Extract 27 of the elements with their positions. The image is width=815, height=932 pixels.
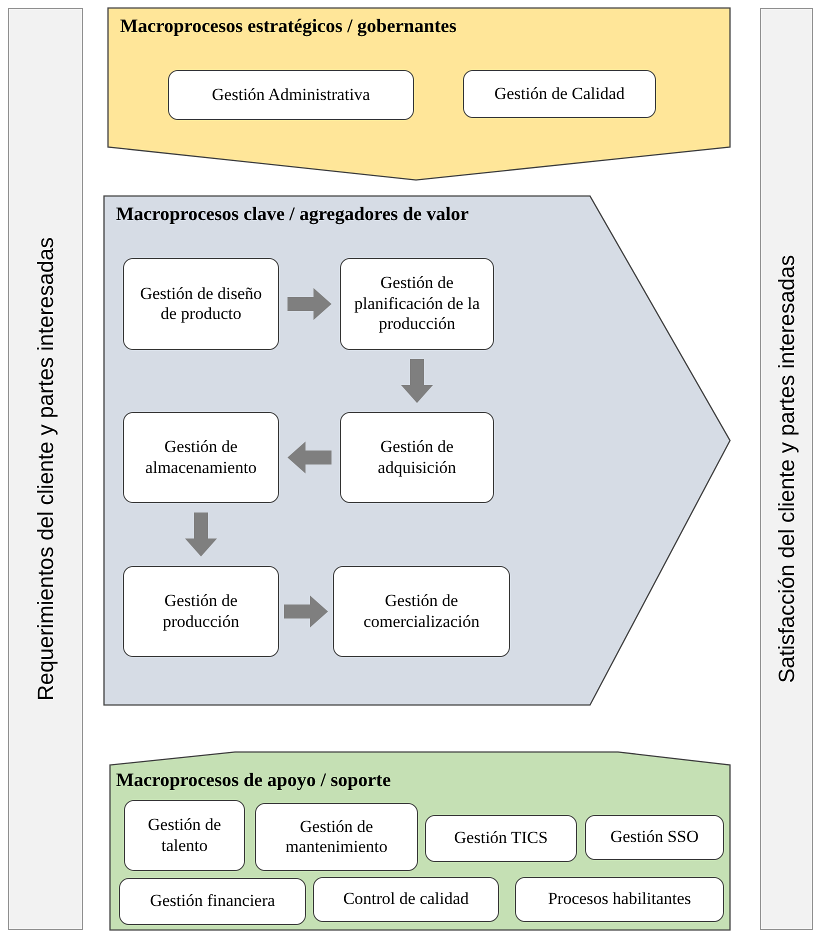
group-heading: Macroprocesos estratégicos / gobernantes bbox=[120, 16, 456, 38]
process-box: Gestión de adquisición bbox=[340, 412, 494, 503]
process-box: Procesos habilitantes bbox=[515, 877, 724, 922]
process-box: Gestión financiera bbox=[119, 878, 306, 925]
group-heading: Macroprocesos de apoyo / soporte bbox=[116, 770, 391, 792]
process-box: Gestión TICS bbox=[425, 815, 577, 862]
process-box: Control de calidad bbox=[313, 877, 499, 922]
process-box: Gestión de comercialización bbox=[333, 566, 510, 657]
side-panel bbox=[760, 8, 813, 930]
process-box: Gestión de producción bbox=[123, 566, 279, 657]
group-heading: Macroprocesos clave / agregadores de valor bbox=[116, 204, 469, 226]
block-arrow bbox=[288, 288, 332, 320]
process-box: Gestión de almacenamiento bbox=[123, 412, 279, 503]
process-box: Gestión SSO bbox=[585, 815, 724, 860]
block-arrow bbox=[185, 512, 217, 556]
process-box: Gestión de Calidad bbox=[463, 70, 656, 118]
process-box: Gestión de mantenimiento bbox=[255, 803, 418, 871]
side-label: Satisfacción del cliente y partes interesadas bbox=[774, 255, 800, 683]
process-box: Gestión Administrativa bbox=[168, 70, 414, 120]
block-arrow bbox=[288, 442, 332, 474]
side-panel bbox=[8, 8, 83, 930]
process-box: Gestión de diseño de producto bbox=[123, 258, 279, 350]
block-arrow bbox=[284, 596, 328, 628]
process-box: Gestión de planificación de la producción bbox=[340, 258, 494, 350]
process-box: Gestión de talento bbox=[124, 800, 245, 871]
block-arrow bbox=[401, 359, 433, 403]
side-label: Requerimientos del cliente y partes interesadas bbox=[32, 237, 58, 701]
